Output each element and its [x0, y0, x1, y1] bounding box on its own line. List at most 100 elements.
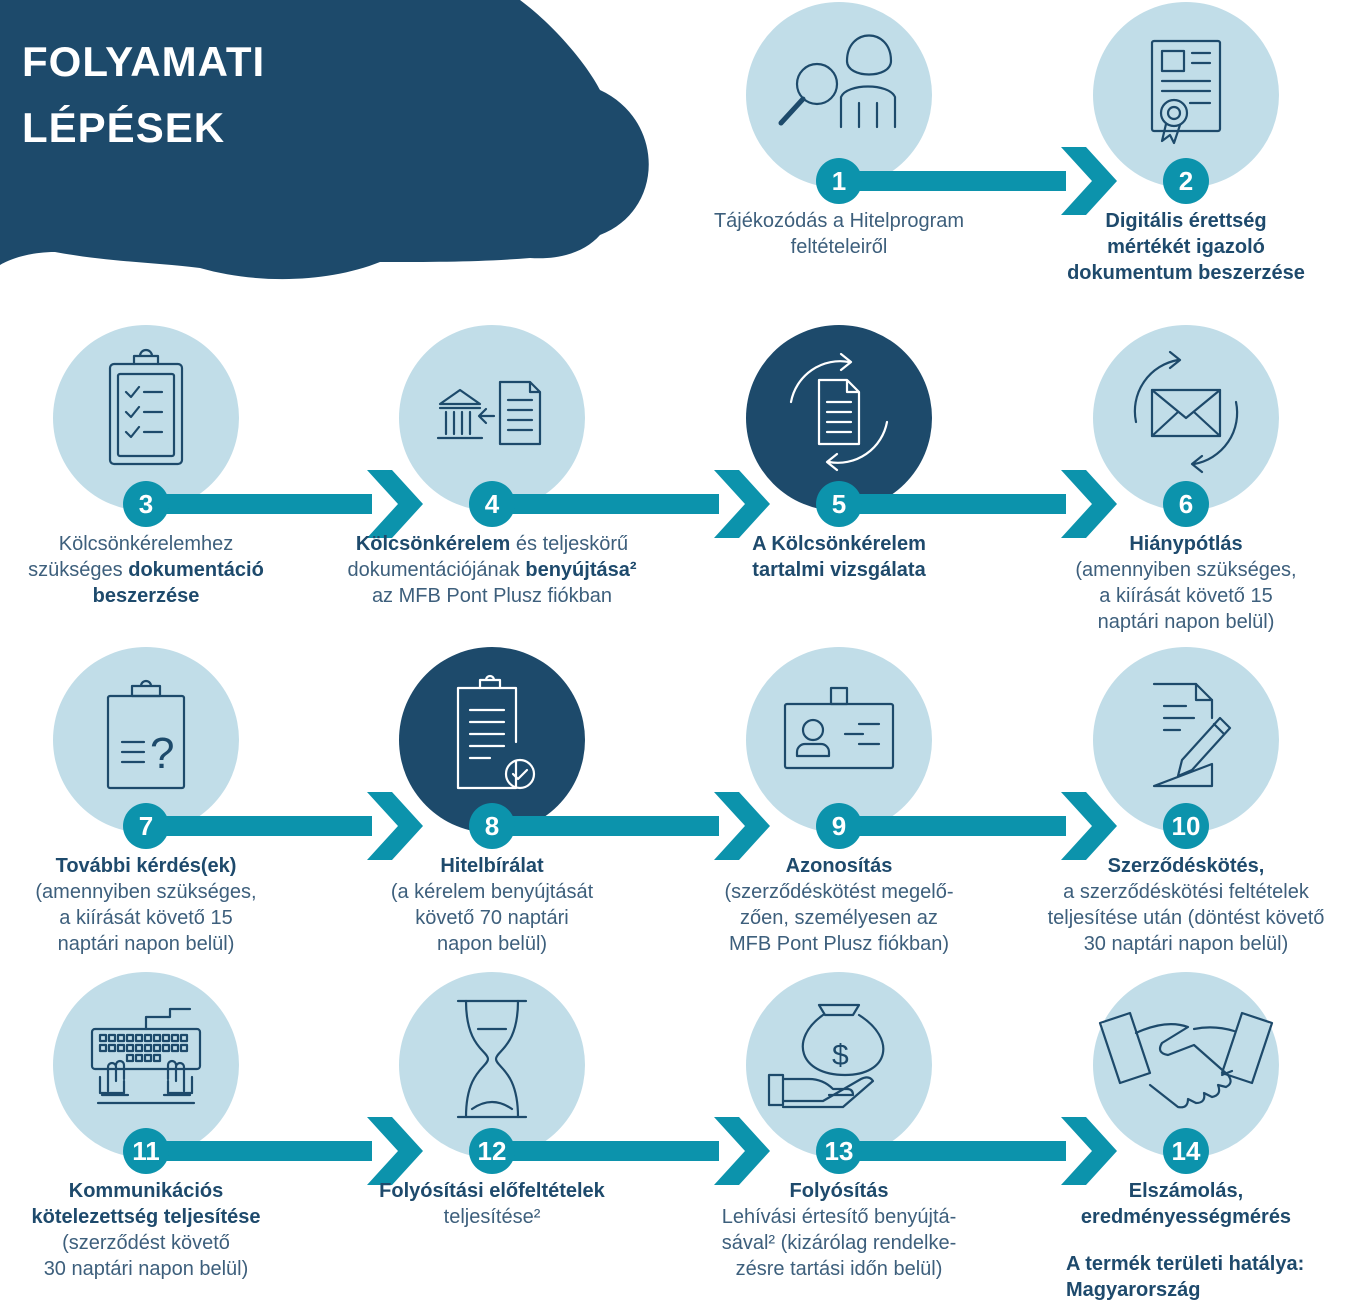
text: zően, személyesen az [740, 907, 938, 929]
step-9-line: zően, személyesen az [679, 905, 999, 931]
step-badge-6 [1163, 481, 1209, 527]
step-6-line: a kiírását követő 15 [1036, 583, 1336, 609]
step-12-line: teljesítése² [342, 1204, 642, 1230]
step-10-line: Szerződéskötés, [1011, 853, 1361, 879]
flow-arrow [839, 792, 1117, 860]
step-number-11: 11 [132, 1136, 160, 1166]
page-title-line1: FOLYAMATI [22, 38, 266, 85]
step-circle-5 [746, 325, 932, 511]
bank-document-transfer-icon [436, 380, 542, 446]
step-12-line: Folyósítási előfeltételek [342, 1178, 642, 1204]
step-4-line: az MFB Pont Plusz fiókban [322, 583, 662, 609]
step-badge-9 [816, 803, 862, 849]
step-number-3: 3 [139, 489, 153, 519]
text: szükséges [28, 559, 129, 581]
step-6-description: Hiánypótlás(amennyiben szükséges,a kiírá… [1036, 531, 1336, 635]
step-number-13: 13 [825, 1136, 854, 1166]
text: (amennyiben szükséges, [35, 881, 257, 903]
step-8-line: Hitelbírálat [342, 853, 642, 879]
step-number-2: 2 [1179, 166, 1193, 196]
text: sával² (kizárólag rendelke- [721, 1232, 957, 1254]
step-11-line: 30 naptári napon belül) [0, 1256, 296, 1282]
step-badge-5 [816, 481, 862, 527]
document-refresh-icon [789, 352, 889, 472]
step-11-line: Kommunikációs [0, 1178, 296, 1204]
money-bag-hand-icon: $ [767, 1003, 885, 1109]
step-10-line: 30 naptári napon belül) [1011, 931, 1361, 957]
flow-arrow [839, 147, 1117, 215]
keyboard-hands-icon [90, 1007, 202, 1105]
text: (szerződést követő [62, 1232, 230, 1254]
svg-text:$: $ [832, 1039, 849, 1072]
step-8-line: napon belül) [342, 931, 642, 957]
step-badge-10 [1163, 803, 1209, 849]
step-13-line: sával² (kizárólag rendelke- [679, 1230, 999, 1256]
step-10-description: Szerződéskötés, a szerződéskötési feltéte… [1011, 853, 1361, 957]
envelope-refresh-icon [1133, 350, 1239, 474]
step-circle-10 [1093, 647, 1279, 833]
bold-text: Hiánypótlás [1129, 533, 1243, 555]
step-badge-12 [469, 1128, 515, 1174]
text: naptári napon belül) [57, 933, 235, 955]
text: a kiírását követő 15 [59, 907, 233, 929]
step-badge-7 [123, 803, 169, 849]
step-circle-13 [746, 972, 932, 1158]
step-10-line: teljesítése után (döntést követő [1011, 905, 1361, 931]
text: naptári napon belül) [1097, 611, 1275, 633]
step-6-line: Hiánypótlás [1036, 531, 1336, 557]
text: a szerződéskötési feltételek [1063, 881, 1309, 903]
text: teljesítése után (döntést követő [1047, 907, 1325, 929]
text: 30 naptári napon belül) [1083, 933, 1289, 955]
step-number-12: 12 [478, 1136, 507, 1166]
step-circle-9 [746, 647, 932, 833]
bold-text: Kommunikációs [68, 1180, 224, 1202]
flow-arrow [146, 792, 423, 860]
step-circle-8 [399, 647, 585, 833]
text: és teljeskörű [510, 533, 629, 555]
bold-text: eredményességmérés [1080, 1206, 1292, 1228]
text: zésre tartási időn belül) [735, 1258, 943, 1280]
certificate-document-icon [1150, 39, 1222, 145]
step-8-line: követő 70 naptári [342, 905, 642, 931]
step-7-line: a kiírását követő 15 [0, 905, 301, 931]
text: Kölcsönkérelemhez [58, 533, 234, 555]
step-circle-4 [399, 325, 585, 511]
step-number-5: 5 [832, 489, 846, 519]
step-7-line: naptári napon belül) [0, 931, 301, 957]
step-circle-11 [53, 972, 239, 1158]
title-cloud-shape [0, 0, 649, 280]
svg-text:?: ? [150, 729, 174, 778]
step-14-description: Elszámolás,eredményességmérés [1036, 1178, 1336, 1230]
step-11-line: (szerződést követő [0, 1230, 296, 1256]
flow-arrow [839, 470, 1117, 538]
step-9-line: (szerződéskötést megelő- [679, 879, 999, 905]
step-number-14: 14 [1172, 1136, 1201, 1166]
step-circle-2 [1093, 2, 1279, 188]
clipboard-question-icon: ? [106, 679, 186, 790]
bold-text: Szerződéskötés, [1107, 855, 1265, 877]
step-circle-3 [53, 325, 239, 511]
step-13-line: zésre tartási időn belül) [679, 1256, 999, 1282]
text: napon belül) [436, 933, 548, 955]
step-13-line: Folyósítás [679, 1178, 999, 1204]
clipboard-checklist-icon [108, 348, 184, 466]
step-3-line: beszerzése [0, 583, 301, 609]
flow-arrow [839, 1117, 1117, 1185]
step-number-7: 7 [139, 811, 153, 841]
step-4-line: dokumentációjának benyújtása² [322, 557, 662, 583]
bold-text: Folyósítási előfeltételek [379, 1180, 605, 1202]
step-number-10: 10 [1172, 811, 1201, 841]
step-badge-3 [123, 481, 169, 527]
bold-text: Kölcsönkérelem [355, 533, 511, 555]
bold-text: Azonosítás [785, 855, 893, 877]
text: (szerződéskötést megelő- [724, 881, 954, 903]
step-3-line: Kölcsönkérelemhez [0, 531, 301, 557]
flow-arrow [492, 792, 770, 860]
flow-arrow [492, 470, 770, 538]
bold-text: További kérdés(ek) [55, 855, 237, 877]
